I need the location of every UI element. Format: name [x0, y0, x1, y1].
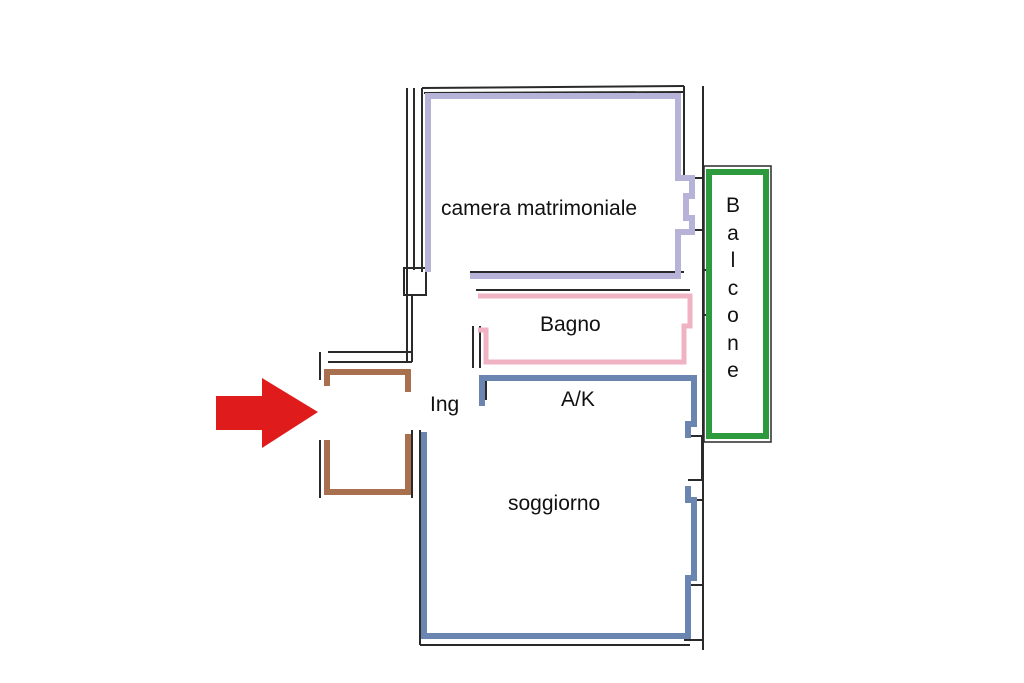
- balcone-letter: l: [730, 249, 736, 272]
- bagno-label: Bagno: [540, 313, 601, 336]
- arrow-right-icon: [216, 378, 318, 448]
- ingresso-top-outline: [324, 369, 411, 392]
- soggiorno-outline: [421, 375, 697, 639]
- camera-matrimoniale-outline: [425, 93, 695, 279]
- balcone-letter: n: [727, 331, 739, 355]
- ingresso-label: Ing: [430, 393, 460, 416]
- balcone-letter: e: [727, 359, 739, 382]
- balcone-letter: B: [725, 194, 740, 217]
- ingresso-bottom-outline: [324, 434, 411, 495]
- balcone-letter: a: [727, 221, 739, 245]
- balcone-outline: [706, 169, 769, 439]
- bagno-outline: [478, 293, 693, 365]
- structural-walls: [319, 85, 710, 650]
- ak-label: A/K: [561, 388, 595, 411]
- balcone-letter: c: [727, 276, 739, 300]
- camera-matrimoniale-label: camera matrimoniale: [441, 197, 638, 220]
- soggiorno-label: soggiorno: [508, 492, 601, 515]
- balcone-letter: o: [727, 304, 739, 327]
